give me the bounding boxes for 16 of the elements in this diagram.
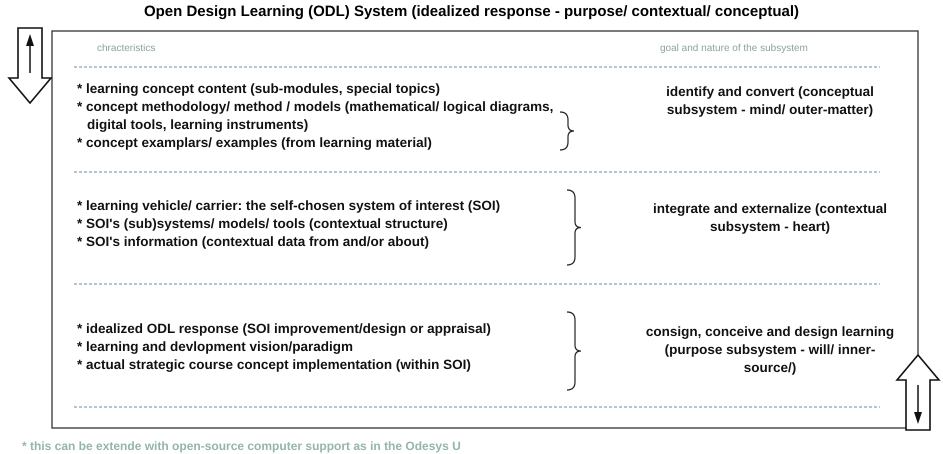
subsystem-goal: integrate and externalize (contextual subsystem - heart) [652, 200, 888, 236]
bullet-item: * concept examplars/ examples (from learning material) [77, 134, 432, 152]
bullet-item: * learning vehicle/ carrier: the self-chosen system of interest (SOI) [77, 197, 500, 215]
bullet-item: * idealized ODL response (SOI improvement/design or appraisal) [77, 320, 491, 338]
subsystem-goal: identify and convert (conceptual subsystem - mind/ outer-matter) [665, 83, 875, 119]
diagram-title: Open Design Learning (ODL) System (idealized response - purpose/ contextual/ conceptual) [142, 3, 800, 20]
bullet-item: * actual strategic course concept implementation (within SOI) [77, 356, 471, 374]
column-header: goal and nature of the subsystem [660, 42, 808, 56]
bullet-item: * SOI's information (contextual data from and/or about) [77, 233, 429, 251]
bullet-item: * SOI's (sub)systems/ models/ tools (contextual structure) [77, 215, 448, 233]
bullet-item: * learning and devlopment vision/paradigm [77, 338, 354, 356]
column-header: chracteristics [97, 42, 156, 56]
bullet-item: * learning concept content (sub-modules, special topics) [77, 80, 440, 98]
bullet-item: * concept methodology/ method / models (mathematical/ logical diagrams, digital tools, learning instruments) [77, 98, 554, 134]
footnote: * this can be extende with open-source computer support as in the Odesys U [22, 439, 461, 453]
subsystem-goal: consign, conceive and design learning (purpose subsystem - will/ inner-source/) [645, 323, 895, 377]
